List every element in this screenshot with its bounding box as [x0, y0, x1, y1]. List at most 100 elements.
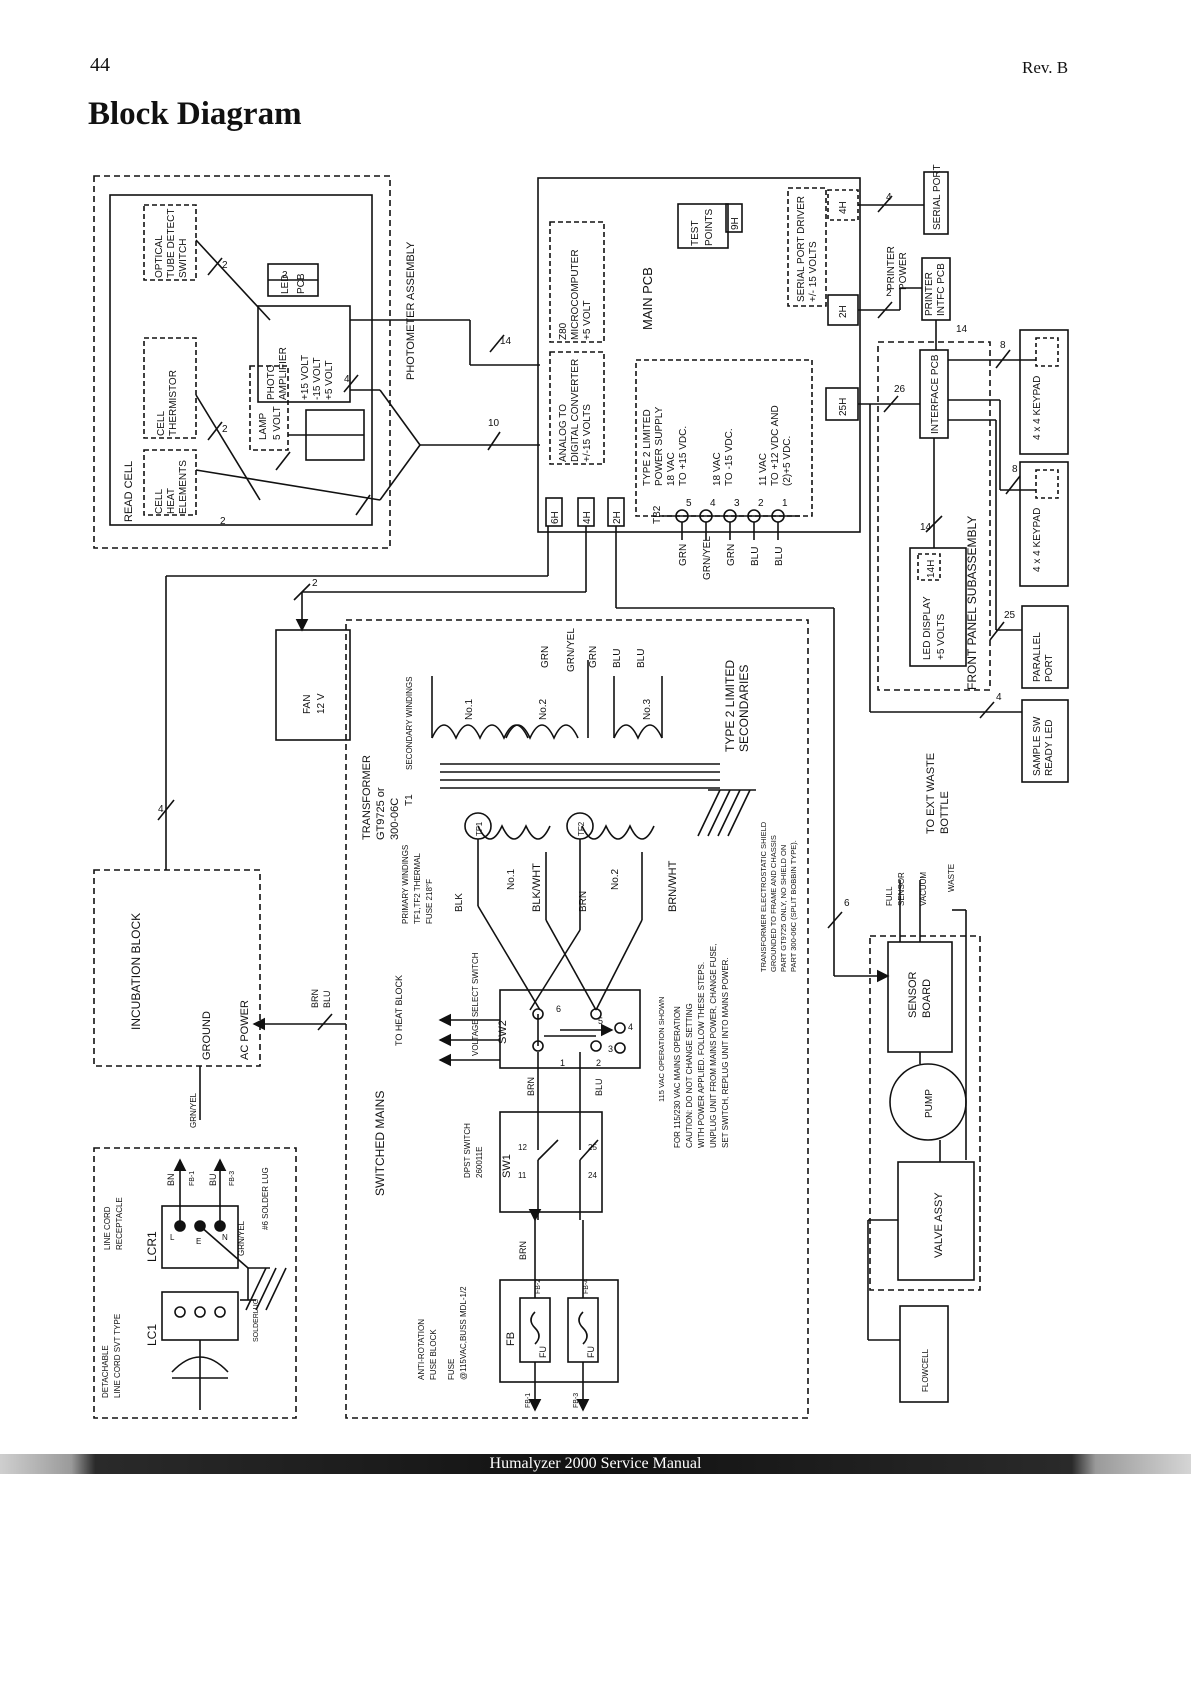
fb-input-3: FB-3 — [573, 1393, 580, 1408]
sw2-pin-3: 3 — [608, 1044, 613, 1054]
sw1-text-1: DPST SWITCH — [463, 1123, 472, 1178]
valve-assy-box — [897, 1161, 975, 1281]
optical-line-3: SWITCH — [178, 239, 189, 278]
test-points-box — [677, 203, 729, 249]
incubation-block-box — [93, 869, 261, 1067]
secondaries-line-1: TYPE 2 LIMITED — [723, 660, 737, 752]
printer-power-line-1: PRINTER — [886, 246, 897, 290]
to-heat-block-label: TO HEAT BLOCK — [394, 975, 404, 1046]
count-6-sensor: 6 — [844, 898, 850, 909]
led-display-line-2: +5 VOLTS — [936, 613, 947, 660]
heat-line-2: HEAT — [166, 488, 177, 514]
psu-line-6: TO -15 VDC. — [724, 428, 735, 486]
primary-wire-brn: BRN — [578, 891, 589, 912]
lamp-box — [249, 365, 289, 451]
printer-line-1: PRINTER — [924, 272, 935, 316]
sample-sw-box — [1021, 699, 1069, 783]
shield-line-4: PART 300-06C (SPLIT BOBBIN TYPE). — [789, 840, 798, 972]
receptacle-line-2: RECEPTACLE — [115, 1197, 124, 1250]
labels-layer: PHOTOMETER ASSEMBLY OPTICAL TUBE DETECT … — [101, 164, 1055, 1408]
primary-line-2: TF1,TF2 THERMAL — [413, 852, 422, 924]
tf1-label: TF1 — [475, 821, 484, 836]
full-sensor-line-1: FULL — [885, 886, 894, 906]
fb-input-1: FB-1 — [525, 1393, 532, 1408]
lc-wire-bn: BN — [166, 1173, 176, 1186]
primary-line-3: FUSE 218°F — [425, 879, 434, 924]
count-2-thermistor: 2 — [222, 424, 228, 435]
heat-elements-box — [143, 449, 197, 516]
detach-line-2: LINE CORD SVT TYPE — [113, 1314, 122, 1398]
serial-port-label: SERIAL PORT — [932, 164, 943, 230]
z80-line-3: +5 VOLT — [582, 300, 593, 340]
count-4-incubation: 4 — [158, 804, 164, 815]
secondary-no1: No.1 — [464, 698, 475, 720]
lamp-line-1: LAMP — [258, 412, 269, 440]
primary-wire-blk: BLK — [454, 893, 465, 912]
adc-line-3: +/-15 VOLTS — [582, 404, 593, 462]
heat-line-1: CELL — [154, 489, 165, 514]
sec-wire-2: GRN/YEL — [566, 628, 577, 672]
test-points-line-1: TEST — [690, 220, 701, 246]
sw2-pin-1: 1 — [560, 1058, 565, 1068]
tb-term-2: 2 — [758, 498, 764, 509]
main-pcb-label: MAIN PCB — [640, 267, 655, 330]
optical-switch-box — [143, 204, 197, 281]
lcr1-label: LCR1 — [145, 1231, 159, 1262]
psu-line-9: (2)+5 VDC. — [782, 436, 793, 486]
count-14-led: 14 — [920, 522, 932, 533]
fu-left-label: FU — [538, 1346, 548, 1358]
count-2-fan: 2 — [312, 578, 318, 589]
led-pcb-line-1: LED — [280, 275, 291, 294]
count-4-lamp: 4 — [344, 374, 350, 385]
conn-6h — [545, 497, 563, 527]
sample-sw-line-1: SAMPLE SW — [1032, 716, 1043, 776]
line-cord-box — [93, 1147, 297, 1419]
tb-wire-3: GRN — [726, 544, 737, 566]
conn-4h-label: 4H — [582, 511, 593, 524]
waste-line-2: BOTTLE — [939, 791, 951, 834]
adc-box — [549, 351, 605, 465]
count-4-sample: 4 — [996, 692, 1002, 703]
lc-fb3: FB-3 — [229, 1171, 236, 1186]
lc-wire-bu: BU — [208, 1173, 218, 1186]
thermistor-line-1: CELL — [156, 411, 167, 436]
count-8-keypad2: 8 — [1012, 464, 1018, 475]
photo-amp-line-3: +15 VOLT — [300, 355, 311, 400]
detach-line-1: DETACHABLE — [101, 1345, 110, 1398]
pump-label: PUMP — [924, 1089, 935, 1118]
fuse-block-box — [499, 1279, 619, 1383]
tb-term-4: 4 — [710, 498, 716, 509]
led-display-box — [909, 547, 967, 667]
tf2-label: TF2 — [577, 821, 586, 836]
sensor-board-line-1: SENSOR — [907, 971, 919, 1018]
transformer-line-2: GT9725 or — [375, 787, 387, 840]
waste-label: WASTE — [947, 864, 956, 892]
lc1-box — [161, 1291, 239, 1341]
psu-line-2: POWER SUPPLY — [654, 406, 665, 486]
sw2-pin-5: 5 — [598, 1016, 603, 1026]
sw1-pin-12: 12 — [518, 1143, 527, 1152]
count-2-optical: 2 — [222, 260, 228, 271]
fan-line-2: 12 V — [316, 693, 327, 714]
caution-line-4: UNPLUG UNIT FROM MAINS POWER, CHANGE FUS… — [709, 944, 718, 1148]
primary-wire-blkwht: BLK/WHT — [531, 863, 543, 912]
shield-line-2: GROUNDED TO FRAME AND CHASSIS — [769, 835, 778, 972]
fuse-block-label: FB — [505, 1332, 517, 1346]
operation-note: 115 VAC OPERATION SHOWN — [657, 997, 666, 1102]
sw1-wire-brn: BRN — [526, 1077, 536, 1096]
primary-no1: No.1 — [506, 868, 517, 890]
count-2-heat: 2 — [220, 516, 226, 527]
fb-wire-brn: BRN — [518, 1241, 528, 1260]
footer-band — [0, 1454, 1191, 1474]
sw2-label: SW2 — [497, 1020, 509, 1044]
read-cell-box — [109, 194, 373, 526]
conn-4h-right-label: 4H — [838, 201, 849, 214]
count-14-photo: 14 — [500, 336, 512, 347]
primary-wire-brnwht: BRN/WHT — [667, 860, 679, 912]
transformer-line-3: 300-06C — [389, 798, 401, 840]
sw1-text-2: 260011E — [475, 1147, 484, 1178]
secondaries-line-2: SECONDARIES — [737, 665, 751, 752]
sw2-pin-4: 4 — [628, 1022, 633, 1032]
main-pcb-box — [537, 177, 861, 533]
lcr1-box — [161, 1205, 239, 1269]
